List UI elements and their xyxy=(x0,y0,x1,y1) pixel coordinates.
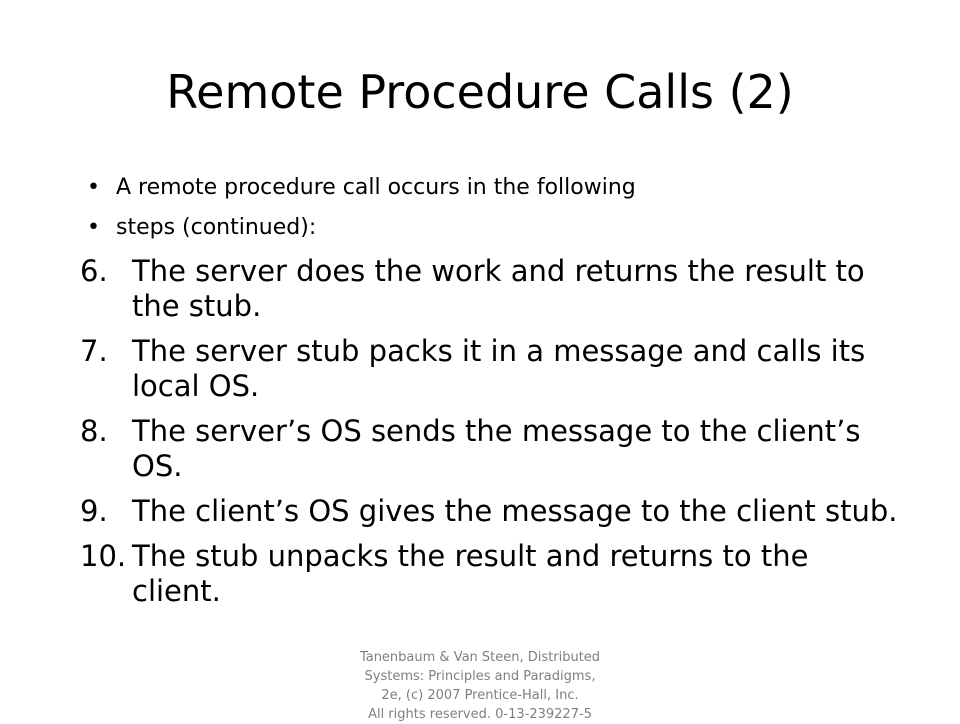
step-item-9: 9. The client’s OS gives the message to … xyxy=(80,494,960,529)
slide-body: • A remote procedure call occurs in the … xyxy=(80,168,960,619)
step-text-line1: The client’s OS gives the message to the… xyxy=(132,494,898,528)
step-text-line1: The stub unpacks the result and returns … xyxy=(132,539,809,573)
step-item-6: 6. The server does the work and returns … xyxy=(80,254,960,324)
step-number: 6. xyxy=(80,254,108,288)
step-number: 9. xyxy=(80,494,108,528)
step-text-line1: The server stub packs it in a message an… xyxy=(132,334,866,368)
step-number: 10. xyxy=(80,539,127,573)
step-number: 7. xyxy=(80,334,108,368)
step-item-7: 7. The server stub packs it in a message… xyxy=(80,334,960,404)
step-number: 8. xyxy=(80,414,108,448)
bullet-dot-icon: • xyxy=(87,175,100,200)
slide-footer-copyright: Tanenbaum & Van Steen, Distributed Syste… xyxy=(359,650,601,722)
bullet-item-2: • steps (continued): xyxy=(80,208,960,248)
step-item-8: 8. The server’s OS sends the message to … xyxy=(80,414,960,484)
step-text-line2: local OS. xyxy=(132,369,260,403)
step-text-line2: the stub. xyxy=(132,289,262,323)
step-item-10: 10. The stub unpacks the result and retu… xyxy=(80,539,960,609)
step-text-line2: client. xyxy=(132,574,221,608)
bullet-dot-icon: • xyxy=(87,215,100,240)
bullet-item-1: • A remote procedure call occurs in the … xyxy=(80,168,960,208)
bullet-text: steps (continued): xyxy=(116,215,317,240)
step-text-line1: The server’s OS sends the message to the… xyxy=(132,414,861,448)
step-text-line1: The server does the work and returns the… xyxy=(132,254,865,288)
step-text-line2: OS. xyxy=(132,449,183,483)
slide-title: Remote Procedure Calls (2) xyxy=(166,65,794,119)
bullet-text: A remote procedure call occurs in the fo… xyxy=(116,175,636,200)
